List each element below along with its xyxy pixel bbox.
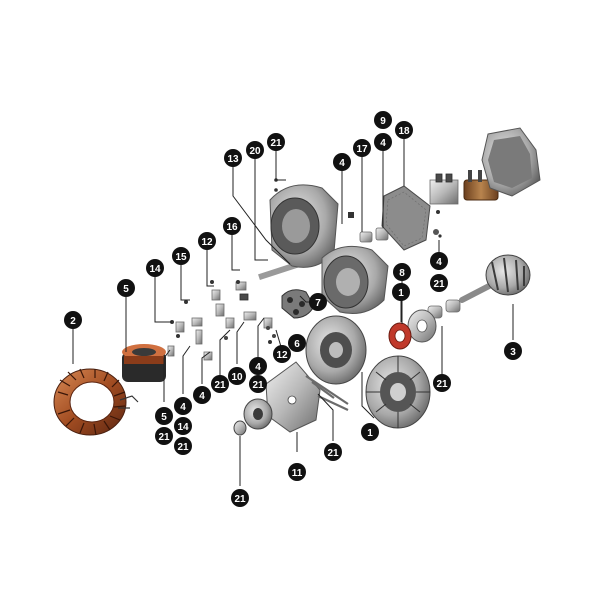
slip-ring-housing-part bbox=[321, 245, 389, 314]
callout-21-middle: 21 bbox=[249, 375, 267, 393]
shield-plate-part bbox=[381, 185, 431, 251]
pulley-part bbox=[233, 398, 273, 436]
svg-text:1: 1 bbox=[398, 288, 404, 299]
callout-21-fan: 21 bbox=[324, 443, 342, 461]
callout-2: 2 bbox=[64, 311, 82, 329]
svg-text:21: 21 bbox=[270, 138, 282, 149]
callout-4-bearing: 4 bbox=[374, 133, 392, 151]
svg-text:5: 5 bbox=[161, 412, 167, 423]
svg-text:17: 17 bbox=[356, 144, 368, 155]
retainer-plate-part bbox=[407, 309, 437, 343]
callout-12-top: 12 bbox=[198, 232, 216, 250]
rear-cover-part bbox=[481, 127, 541, 197]
rotor-part bbox=[459, 254, 531, 303]
svg-text:12: 12 bbox=[276, 350, 288, 361]
callout-11: 11 bbox=[288, 463, 306, 481]
callout-21-rotor: 21 bbox=[433, 374, 451, 392]
callout-17: 17 bbox=[353, 139, 371, 157]
svg-text:4: 4 bbox=[339, 158, 345, 169]
svg-text:7: 7 bbox=[315, 298, 321, 309]
drive-end-housing-part bbox=[365, 355, 431, 429]
svg-text:15: 15 bbox=[175, 252, 187, 263]
bearing-parts bbox=[359, 227, 389, 243]
svg-text:4: 4 bbox=[255, 362, 261, 373]
callout-4-housing: 4 bbox=[333, 153, 351, 171]
callout-4-left: 4 bbox=[174, 397, 192, 415]
diode-plate-part bbox=[281, 289, 315, 319]
svg-text:2: 2 bbox=[70, 316, 76, 327]
svg-text:18: 18 bbox=[398, 126, 410, 137]
small-screws-parts bbox=[224, 229, 442, 340]
callout-10: 10 bbox=[228, 367, 246, 385]
svg-text:11: 11 bbox=[292, 468, 303, 479]
callout-15: 15 bbox=[172, 247, 190, 265]
rectifier-part bbox=[429, 173, 459, 214]
callout-8: 8 bbox=[393, 263, 411, 281]
svg-text:21: 21 bbox=[214, 380, 226, 391]
callout-1-top: 1 bbox=[392, 283, 410, 301]
callout-12-middle: 12 bbox=[273, 345, 291, 363]
rear-housing-part bbox=[269, 184, 354, 268]
svg-text:8: 8 bbox=[399, 268, 405, 279]
stator-housing-part bbox=[305, 315, 367, 385]
svg-text:21: 21 bbox=[158, 432, 170, 443]
svg-text:3: 3 bbox=[510, 347, 516, 358]
callout-4-left-mid: 4 bbox=[193, 386, 211, 404]
callout-9: 9 bbox=[374, 111, 392, 129]
callout-21-left-a: 21 bbox=[155, 427, 173, 445]
svg-text:21: 21 bbox=[436, 379, 448, 390]
brush-holder-small-parts bbox=[167, 178, 298, 361]
svg-text:13: 13 bbox=[227, 154, 239, 165]
front-bearing-part bbox=[388, 322, 412, 350]
through-bolt-parts bbox=[305, 375, 349, 411]
svg-text:12: 12 bbox=[201, 237, 213, 248]
callout-5-top: 5 bbox=[117, 279, 135, 297]
svg-text:4: 4 bbox=[436, 257, 442, 268]
svg-text:14: 14 bbox=[177, 422, 189, 433]
svg-text:4: 4 bbox=[199, 391, 205, 402]
callout-21-right: 21 bbox=[430, 274, 448, 292]
callout-4-right: 4 bbox=[430, 252, 448, 270]
callout-21-pulley: 21 bbox=[231, 489, 249, 507]
callout-14-top: 14 bbox=[146, 259, 164, 277]
field-coil-part bbox=[122, 344, 166, 382]
callout-7: 7 bbox=[309, 293, 327, 311]
callout-4-middle: 4 bbox=[249, 357, 267, 375]
callout-16: 16 bbox=[223, 217, 241, 235]
fan-plate-part bbox=[265, 361, 321, 433]
svg-text:20: 20 bbox=[249, 146, 261, 157]
callout-13: 13 bbox=[224, 149, 242, 167]
callout-1-bottom: 1 bbox=[361, 423, 379, 441]
callout-3: 3 bbox=[504, 342, 522, 360]
callout-14-bottom: 14 bbox=[174, 417, 192, 435]
stator-part bbox=[53, 368, 139, 436]
svg-text:21: 21 bbox=[252, 380, 264, 391]
svg-text:9: 9 bbox=[380, 116, 386, 127]
callout-6: 6 bbox=[288, 334, 306, 352]
svg-text:10: 10 bbox=[231, 372, 243, 383]
svg-text:21: 21 bbox=[433, 279, 445, 290]
svg-text:4: 4 bbox=[180, 402, 186, 413]
svg-text:5: 5 bbox=[123, 284, 129, 295]
svg-text:21: 21 bbox=[234, 494, 246, 505]
svg-text:16: 16 bbox=[226, 222, 238, 233]
svg-text:21: 21 bbox=[177, 442, 189, 453]
svg-text:21: 21 bbox=[327, 448, 339, 459]
callout-5-bottom: 5 bbox=[155, 407, 173, 425]
svg-text:1: 1 bbox=[367, 428, 373, 439]
svg-text:14: 14 bbox=[149, 264, 161, 275]
callout-21-top: 21 bbox=[267, 133, 285, 151]
callout-21-left-mid: 21 bbox=[211, 375, 229, 393]
callout-20: 20 bbox=[246, 141, 264, 159]
svg-text:6: 6 bbox=[294, 339, 300, 350]
callout-21-left-b: 21 bbox=[174, 437, 192, 455]
svg-text:4: 4 bbox=[380, 138, 386, 149]
callout-18: 18 bbox=[395, 121, 413, 139]
